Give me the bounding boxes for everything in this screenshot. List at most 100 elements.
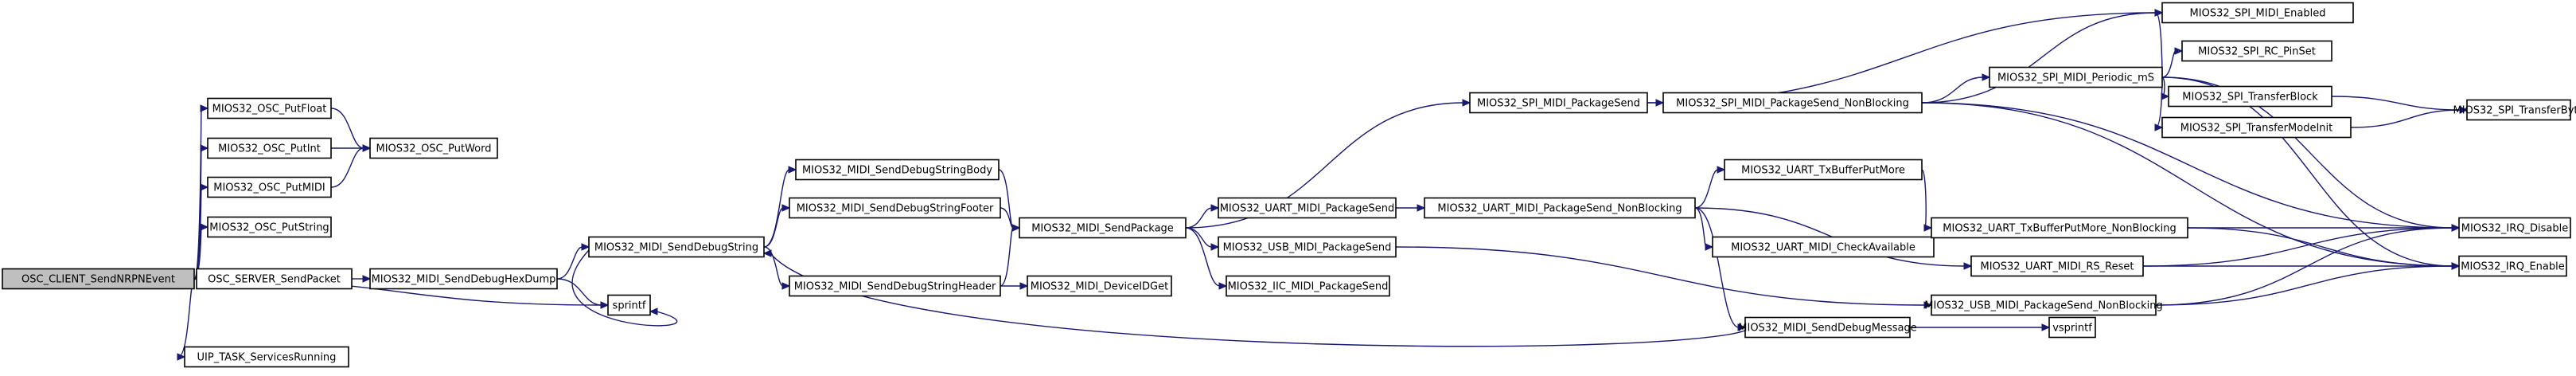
function-node-box xyxy=(2,268,195,290)
function-node-mios32-spi-transferblock[interactable]: MIOS32_SPI_TransferBlock xyxy=(2168,85,2332,108)
call-edge-line xyxy=(556,278,602,306)
function-node-label: MIOS32_OSC_PutWord xyxy=(376,143,492,155)
function-node-mios32-osc-putmidi[interactable]: MIOS32_OSC_PutMIDI xyxy=(207,176,332,198)
function-node-mios32-irq-disable[interactable]: MIOS32_IRQ_Disable xyxy=(2458,217,2571,239)
function-node-label: MIOS32_USB_MIDI_PackageSend xyxy=(1223,242,1392,254)
function-node-mios32-spi-transferbyte[interactable]: MIOS32_SPI_TransferByte xyxy=(2453,99,2576,121)
function-node-mios32-uart-midi-rs-reset[interactable]: MIOS32_UART_MIDI_RS_Reset xyxy=(1970,255,2144,277)
function-node-mios32-osc-putfloat[interactable]: MIOS32_OSC_PutFloat xyxy=(207,97,332,119)
function-node-box xyxy=(1662,92,1923,114)
call-edge xyxy=(2161,47,2184,78)
function-node-box xyxy=(1469,92,1648,114)
function-node-mios32-midi-senddebugmessage[interactable]: MIOS32_MIDI_SendDebugMessage xyxy=(1738,316,1917,339)
function-node-mios32-spi-midi-enabled[interactable]: MIOS32_SPI_MIDI_Enabled xyxy=(2161,2,2354,24)
call-edge-line xyxy=(571,249,678,327)
call-edge-line xyxy=(2350,109,2461,128)
function-node-osc-server-sendpacket[interactable]: OSC_SERVER_SendPacket xyxy=(196,268,353,290)
function-node-box xyxy=(1218,236,1397,258)
function-node-osc-client-sendnrpnevent[interactable]: OSC_CLIENT_SendNRPNEvent xyxy=(2,268,195,290)
function-node-box xyxy=(184,346,349,368)
function-node-box xyxy=(1019,217,1187,239)
call-edge-line xyxy=(1921,76,1984,104)
arrowhead-icon xyxy=(1923,224,1933,232)
function-node-label: MIOS32_MIDI_SendDebugString xyxy=(594,242,758,254)
function-node-mios32-midi-sendpackage[interactable]: MIOS32_MIDI_SendPackage xyxy=(1019,217,1187,239)
call-edge xyxy=(2143,262,2461,270)
function-node-mios32-iic-midi-packagesend[interactable]: MIOS32_IIC_MIDI_PackageSend xyxy=(1226,275,1390,297)
function-node-mios32-midi-deviceidget[interactable]: MIOS32_MIDI_DeviceIDGet xyxy=(1027,275,1172,297)
function-node-label: MIOS32_SPI_MIDI_PackageSend xyxy=(1477,98,1640,110)
function-node-label: MIOS32_MIDI_DeviceIDGet xyxy=(1031,281,1168,293)
function-node-mios32-spi-rc-pinset[interactable]: MIOS32_SPI_RC_PinSet xyxy=(2181,40,2332,62)
arrowhead-icon xyxy=(2154,9,2164,17)
function-node-label: MIOS32_MIDI_SendDebugStringHeader xyxy=(794,281,996,293)
call-edge xyxy=(762,249,1746,347)
function-node-mios32-osc-putword[interactable]: MIOS32_OSC_PutWord xyxy=(369,137,498,159)
function-node-label: MIOS32_MIDI_SendDebugStringBody xyxy=(802,165,992,177)
function-node-box xyxy=(588,236,765,258)
function-node-sprintf[interactable]: sprintf xyxy=(607,294,651,316)
function-node-label: MIOS32_UART_MIDI_CheckAvailable xyxy=(1731,242,1915,254)
call-edge-line xyxy=(1000,227,1014,287)
function-node-mios32-spi-midi-periodic-ms[interactable]: MIOS32_SPI_MIDI_Periodic_mS xyxy=(1989,66,2163,88)
call-edge-line xyxy=(330,108,364,149)
function-node-mios32-spi-midi-packagesend-nonblocking[interactable]: MIOS32_SPI_MIDI_PackageSend_NonBlocking xyxy=(1662,92,1923,114)
arrowhead-icon xyxy=(1417,204,1426,212)
arrowhead-icon xyxy=(581,243,590,251)
function-node-uip-task-servicesrunning[interactable]: UIP_TASK_ServicesRunning xyxy=(184,346,349,368)
function-node-box xyxy=(2458,217,2571,239)
function-node-box xyxy=(369,268,558,290)
function-node-label: MIOS32_OSC_PutString xyxy=(209,222,329,234)
call-edge xyxy=(1910,323,2051,331)
function-node-mios32-uart-midi-checkavailable[interactable]: MIOS32_UART_MIDI_CheckAvailable xyxy=(1712,236,1935,258)
function-node-label: MIOS32_SPI_MIDI_PackageSend_NonBlocking xyxy=(1676,98,1909,110)
function-node-mios32-uart-txbufferputmore-nonblocking[interactable]: MIOS32_UART_TxBufferPutMore_NonBlocking xyxy=(1931,217,2188,239)
call-edge xyxy=(1185,99,1471,229)
function-node-mios32-osc-putstring[interactable]: MIOS32_OSC_PutString xyxy=(207,216,332,238)
call-edge xyxy=(763,204,791,248)
function-node-mios32-irq-enable[interactable]: MIOS32_IRQ_Enable xyxy=(2458,255,2567,277)
function-node-mios32-uart-midi-packagesend-nonblocking[interactable]: MIOS32_UART_MIDI_PackageSend_NonBlocking xyxy=(1424,197,1696,219)
function-node-mios32-midi-senddebughexdump[interactable]: MIOS32_MIDI_SendDebugHexDump xyxy=(369,268,558,290)
function-node-mios32-spi-transfermodeinit[interactable]: MIOS32_SPI_TransferModeInit xyxy=(2161,116,2352,139)
function-node-box xyxy=(1218,197,1397,219)
function-node-mios32-spi-midi-packagesend[interactable]: MIOS32_SPI_MIDI_PackageSend xyxy=(1469,92,1648,114)
arrowhead-icon xyxy=(2161,92,2170,100)
function-node-label: MIOS32_IRQ_Disable xyxy=(2461,223,2568,235)
function-node-label: MIOS32_UART_MIDI_PackageSend xyxy=(1220,203,1395,215)
arrowhead-icon xyxy=(1462,99,1471,107)
function-node-box xyxy=(207,137,332,159)
call-edge-line xyxy=(763,246,784,287)
function-node-box xyxy=(789,275,1001,297)
function-node-box xyxy=(795,159,1000,181)
function-node-box xyxy=(2161,2,2354,24)
arrowhead-icon xyxy=(2154,123,2164,131)
function-node-mios32-usb-midi-packagesend-nonblocking[interactable]: MIOS32_USB_MIDI_PackageSend_NonBlocking xyxy=(1924,294,2163,316)
function-node-box xyxy=(2181,40,2332,62)
call-edge xyxy=(1694,207,1747,331)
function-node-mios32-midi-senddebugstringbody[interactable]: MIOS32_MIDI_SendDebugStringBody xyxy=(795,159,1000,181)
function-node-mios32-usb-midi-packagesend[interactable]: MIOS32_USB_MIDI_PackageSend xyxy=(1218,236,1397,258)
function-node-box xyxy=(1744,316,1911,339)
function-node-mios32-uart-midi-packagesend[interactable]: MIOS32_UART_MIDI_PackageSend xyxy=(1218,197,1397,219)
function-node-mios32-osc-putint[interactable]: MIOS32_OSC_PutInt xyxy=(207,137,332,159)
arrowhead-icon xyxy=(781,204,791,212)
call-edge xyxy=(2155,262,2461,306)
function-node-mios32-midi-senddebugstring[interactable]: MIOS32_MIDI_SendDebugString xyxy=(588,236,765,258)
call-edge xyxy=(193,223,209,280)
function-node-box xyxy=(1724,159,1923,181)
function-node-box xyxy=(196,268,353,290)
call-edge-line xyxy=(2161,76,2453,229)
call-edge xyxy=(1396,204,1426,212)
function-node-mios32-midi-senddebugstringfooter[interactable]: MIOS32_MIDI_SendDebugStringFooter xyxy=(789,197,1001,219)
function-node-label: MIOS32_OSC_PutMIDI xyxy=(213,182,325,194)
call-edge xyxy=(998,169,1021,232)
call-edge-line xyxy=(1921,102,2453,267)
function-node-mios32-midi-senddebugstringheader[interactable]: MIOS32_MIDI_SendDebugStringHeader xyxy=(789,275,1001,297)
function-node-vsprintf[interactable]: vsprintf xyxy=(2048,316,2096,339)
arrowhead-icon xyxy=(2041,323,2051,331)
arrowhead-icon xyxy=(200,223,209,231)
function-node-mios32-uart-txbufferputmore[interactable]: MIOS32_UART_TxBufferPutMore xyxy=(1724,159,1923,181)
function-node-box xyxy=(1931,294,2157,316)
function-node-label: MIOS32_SPI_TransferByte xyxy=(2453,105,2576,117)
